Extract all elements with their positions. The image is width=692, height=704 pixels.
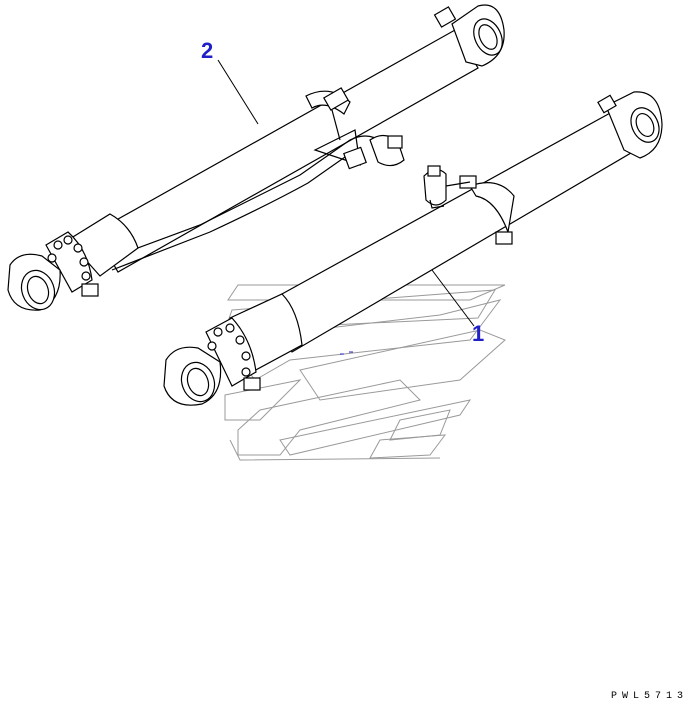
upper-head-end [7, 213, 139, 311]
callout-label-1: 1 [472, 321, 485, 346]
upper-hose [99, 135, 386, 263]
lower-pipe-fitting [423, 165, 471, 209]
upper-cylinder [7, 4, 505, 311]
watermark-logo [224, 284, 506, 461]
lower-rod-eye [597, 91, 663, 159]
upper-valve-block [343, 134, 405, 170]
drawing-code: PWL5713 [610, 691, 688, 702]
upper-tube-clamp [305, 87, 351, 141]
callout-label-2: 2 [201, 38, 214, 63]
leader-line-1 [431, 269, 475, 327]
lower-cylinder [163, 91, 663, 406]
upper-rod-eye [433, 4, 505, 67]
lower-tube-clamp [459, 175, 515, 245]
lower-head-end [163, 293, 303, 406]
center-marks [340, 351, 353, 355]
leader-line-2 [217, 59, 259, 125]
